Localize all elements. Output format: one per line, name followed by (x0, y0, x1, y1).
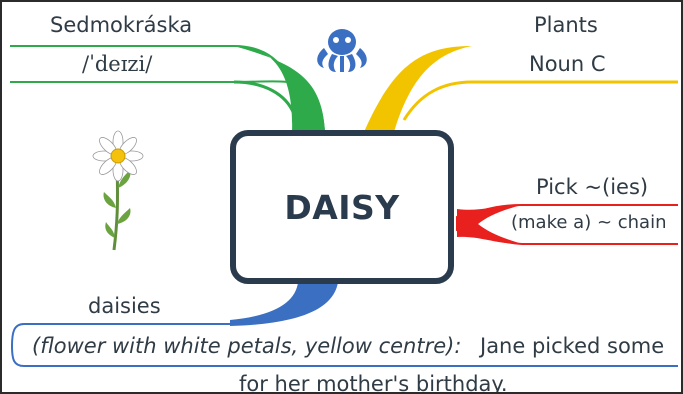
category-branch (364, 46, 678, 132)
plural-form: daisies (88, 294, 161, 318)
central-word: DAISY (284, 187, 400, 227)
translation-word: Sedmokráska (50, 13, 193, 37)
category-topic: Plants (534, 13, 598, 37)
example-sentence-part2: for her mother's birthday. (239, 372, 508, 394)
pronunciation: /ˈdeɪzi/ (82, 52, 153, 76)
translation-branch (10, 45, 326, 133)
definition-text: (flower with white petals, yellow centre… (32, 334, 462, 358)
collocation-1: Pick ~(ies) (536, 175, 649, 199)
definition-branch (10, 281, 678, 367)
daisy-flower-icon (92, 130, 144, 251)
central-topic-box: DAISY (230, 130, 454, 284)
octopus-icon (317, 29, 367, 72)
grammar-label: Noun C (529, 52, 606, 76)
collocations-branch (456, 204, 678, 245)
example-sentence-part1: Jane picked some (480, 334, 665, 358)
collocation-2: (make a) ~ chain (511, 212, 667, 233)
